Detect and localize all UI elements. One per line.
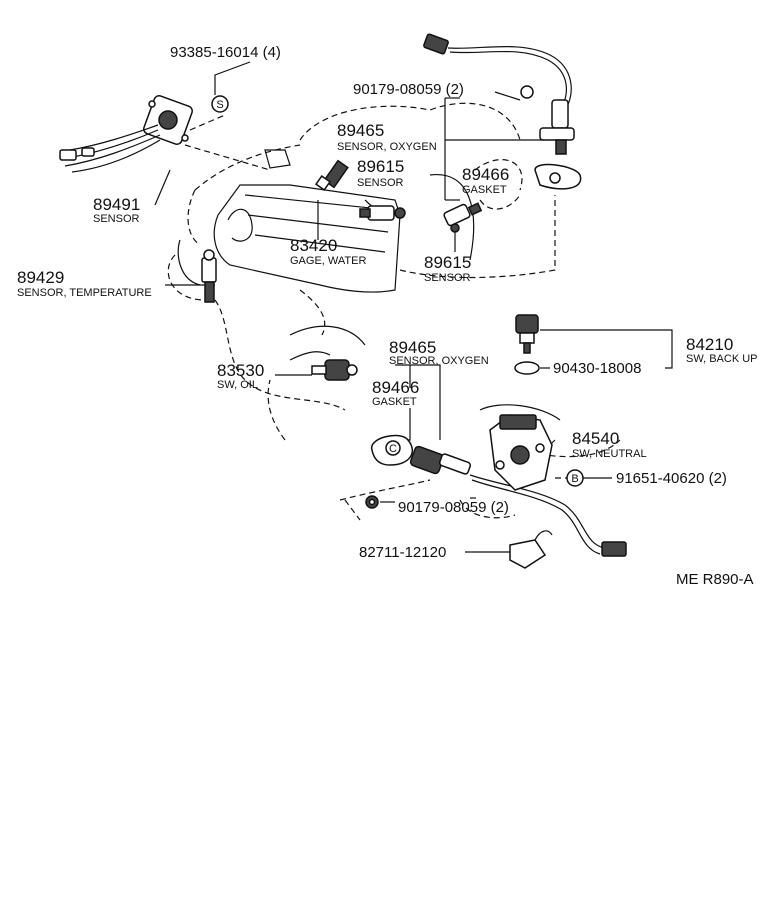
neutral-sw-84540-part <box>489 414 553 491</box>
label-89615-upper: 89615 <box>357 157 404 176</box>
label-84540-desc: SW, NEUTRAL <box>572 448 647 460</box>
sensor-89615-upper-part <box>314 159 406 221</box>
sensor-89615-lower-part <box>443 202 483 233</box>
label-82711-12120: 82711-12120 <box>359 544 446 561</box>
callout-labels: 93385-16014 (4) 90179-08059 (2) 89465 SE… <box>17 44 758 588</box>
label-89429: 89429 <box>17 268 64 287</box>
label-89465-bottom: 89465 <box>389 338 436 357</box>
label-83420: 83420 <box>290 236 337 255</box>
oxygen-sensor-top-part <box>423 33 575 155</box>
label-90430-18008: 90430-18008 <box>553 360 641 377</box>
label-84540: 84540 <box>572 429 619 448</box>
backup-sw-84210-part <box>515 314 539 354</box>
c-marker: C <box>385 440 401 456</box>
b-marker: B <box>566 469 584 487</box>
label-89466-bottom: 89466 <box>372 378 419 397</box>
engine-outline <box>167 102 621 521</box>
label-83420-desc: GAGE, WATER <box>290 255 366 267</box>
clamp-82711-part <box>509 530 553 569</box>
label-89491: 89491 <box>93 195 140 214</box>
label-89465-bottom-desc: SENSOR, OXYGEN <box>389 355 489 367</box>
gasket-90430-part <box>514 361 540 375</box>
label-89491-desc: SENSOR <box>93 213 140 225</box>
label-84210-desc: SW, BACK UP <box>686 353 758 365</box>
label-89615-lower: 89615 <box>424 253 471 272</box>
label-89465-top-desc: SENSOR, OXYGEN <box>337 141 437 153</box>
s-marker: S <box>211 95 229 113</box>
label-83530-desc: SW, OIL <box>217 379 258 391</box>
oil-sw-83530-part <box>311 359 358 381</box>
label-89615-upper-desc: SENSOR <box>357 177 404 189</box>
nut-90179-bottom-part <box>365 495 379 509</box>
svg-text:B: B <box>571 473 578 485</box>
label-93385-16014: 93385-16014 (4) <box>170 44 281 61</box>
label-83530: 83530 <box>217 361 264 380</box>
label-89466-top: 89466 <box>462 165 509 184</box>
leader-lines <box>154 61 673 553</box>
label-90179-08059-top: 90179-08059 (2) <box>353 81 464 98</box>
label-89466-top-desc: GASKET <box>462 184 507 196</box>
svg-text:C: C <box>389 443 397 455</box>
gasket-top-part <box>534 163 582 190</box>
svg-text:S: S <box>216 99 223 111</box>
temp-sensor-89429-part <box>201 249 217 303</box>
label-91651-40620: 91651-40620 (2) <box>616 470 727 487</box>
sensor-89491-part <box>59 95 193 173</box>
label-90179-08059-bottom: 90179-08059 (2) <box>398 499 509 516</box>
label-84210: 84210 <box>686 335 733 354</box>
oxygen-sensor-bottom-part <box>409 445 627 557</box>
figure-code: ME R890-A <box>676 571 754 588</box>
label-89429-desc: SENSOR, TEMPERATURE <box>17 287 152 299</box>
label-89615-lower-desc: SENSOR <box>424 272 471 284</box>
label-89466-bottom-desc: GASKET <box>372 396 417 408</box>
label-89465-top: 89465 <box>337 121 384 140</box>
